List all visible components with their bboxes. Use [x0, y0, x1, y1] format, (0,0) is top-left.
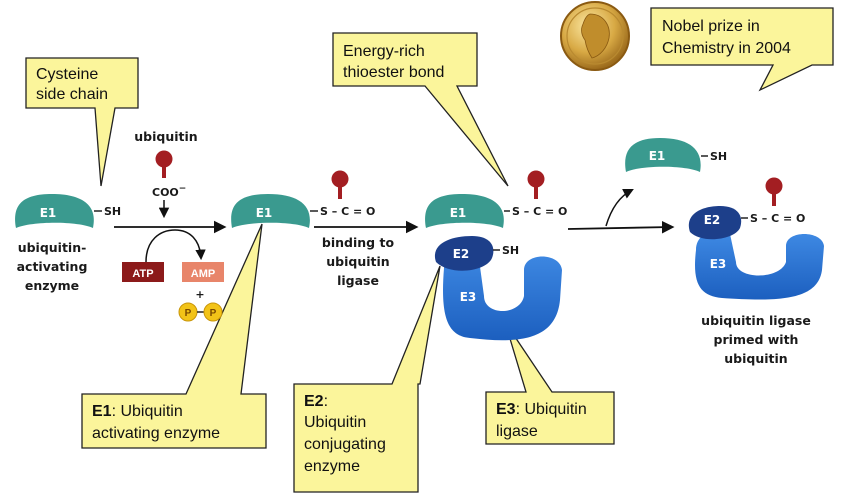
ubiquitin-icon [155, 150, 173, 178]
callout-cysteine-line2: side chain [36, 86, 108, 103]
ubiquitin-icon-2 [331, 170, 349, 199]
callout-e2-line3: conjugating [304, 436, 386, 453]
thioester-formula-3: S – C = O [750, 212, 805, 225]
binding-desc-line1: binding to [322, 235, 395, 250]
e1-release-arrow [605, 189, 634, 227]
callout-e1-line1: E1: Ubiquitin [92, 403, 183, 420]
amp-badge: AMP [182, 262, 224, 282]
e1-bound-label: E1 [450, 206, 467, 220]
e1-desc-line2: activating [17, 259, 88, 274]
callout-nobel-line1: Nobel prize in [662, 18, 760, 35]
callout-e1: E1: Ubiquitin activating enzyme [81, 223, 267, 449]
pyrophosphate: P P [178, 302, 223, 322]
e1-enzyme-free: E1 [15, 194, 94, 228]
atp-badge: ATP [122, 262, 164, 282]
callout-e3: E3: Ubiquitin ligase [485, 321, 615, 445]
binding-desc-line2: ubiquitin [326, 254, 389, 269]
e2-label-1: E2 [453, 247, 470, 261]
plus-label: + [195, 288, 204, 301]
thioester-formula-1: S – C = O [320, 205, 375, 218]
ubiquitin-icon-3 [527, 170, 545, 199]
atp-amp-curve-arrow [145, 229, 206, 263]
ubiquitin-label: ubiquitin [134, 129, 197, 144]
reaction-arrow-3 [567, 220, 675, 234]
callout-nobel: Nobel prize in Chemistry in 2004 [650, 7, 834, 92]
e2-enzyme: E2 [434, 236, 494, 271]
nobel-medal-icon [560, 1, 630, 71]
e1-enzyme-released: E1 [625, 138, 701, 172]
e2-label-2: E2 [704, 213, 721, 227]
e1-desc-line1: ubiquitin- [18, 240, 87, 255]
e1-desc-line3: enzyme [25, 278, 79, 293]
e1-released-sh: SH [710, 150, 727, 163]
e1-enzyme-charged: E1 [231, 194, 310, 228]
callout-thioester: Energy-rich thioester bond [332, 32, 509, 187]
callout-e2-line4: enzyme [304, 458, 360, 475]
thioester-formula-2: S – C = O [512, 205, 567, 218]
callout-thioester-line1: Energy-rich [343, 43, 425, 60]
callout-e2-line1: E2: [304, 393, 328, 410]
callout-e3-line2: ligase [496, 423, 538, 440]
e3-label-1: E3 [460, 290, 477, 304]
phosphate-2-label: P [210, 308, 217, 319]
e3-ligase-primed: E3 [695, 231, 824, 300]
e3-label-2: E3 [710, 257, 727, 271]
callout-cysteine: Cysteine side chain [25, 57, 139, 187]
ubiquitin-icon-4 [765, 177, 783, 206]
callout-thioester-line2: thioester bond [343, 64, 444, 81]
e1-released-label: E1 [649, 149, 666, 163]
callout-e2: E2: Ubiquitin conjugating enzyme [293, 265, 441, 493]
phosphate-1-label: P [185, 308, 192, 319]
primed-desc-line3: ubiquitin [724, 351, 787, 366]
e1-sh-label: SH [104, 205, 121, 218]
e2-enzyme-primed: E2 [688, 206, 742, 240]
callout-e1-line2: activating enzyme [92, 425, 220, 442]
atp-label: ATP [132, 268, 153, 280]
binding-desc-line3: ligase [337, 273, 379, 288]
e2-sh-label: SH [502, 244, 519, 257]
callout-e3-line1: E3: Ubiquitin [496, 401, 587, 418]
e1-enzyme-bound: E1 [425, 194, 504, 228]
e1-label: E1 [40, 206, 57, 220]
primed-desc-line2: primed with [714, 332, 799, 347]
e1-charged-label: E1 [256, 206, 273, 220]
coo-label: COO− [152, 184, 186, 199]
callout-cysteine-line1: Cysteine [36, 66, 98, 83]
callout-e2-line2: Ubiquitin [304, 414, 366, 431]
e3-ligase-complex: E3 [443, 249, 562, 341]
amp-label: AMP [191, 268, 215, 280]
callout-nobel-line2: Chemistry in 2004 [662, 40, 791, 57]
primed-desc-line1: ubiquitin ligase [701, 313, 811, 328]
